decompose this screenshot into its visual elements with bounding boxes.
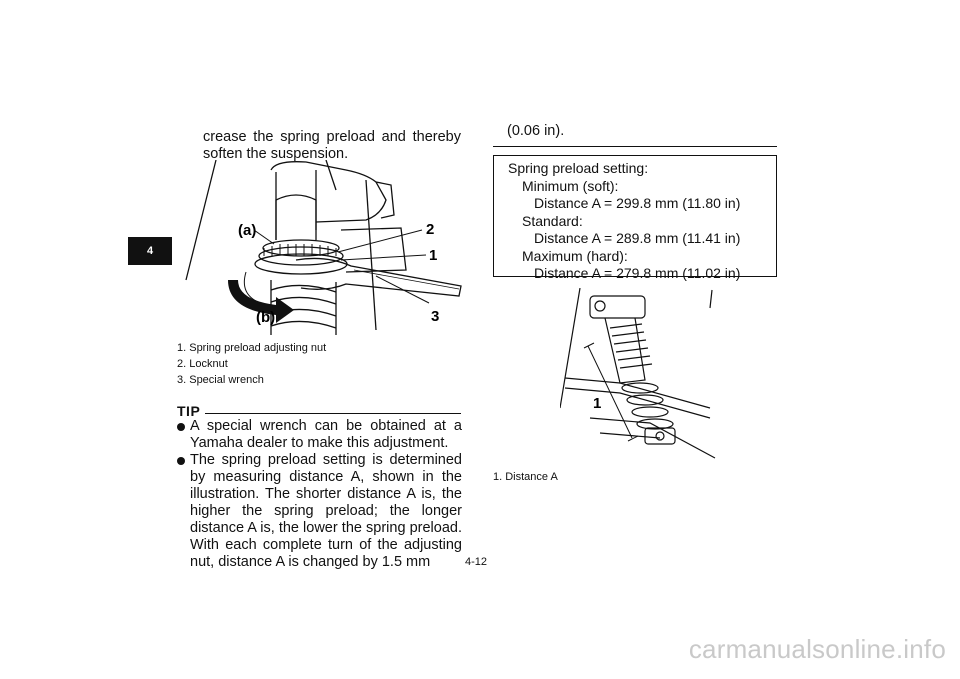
tip-item-text: The spring preload setting is determined… [190, 452, 462, 570]
caption-item: 3. Special wrench [177, 374, 264, 386]
spec-min-value: Distance A = 299.8 mm (11.80 in) [534, 195, 741, 211]
spring-preload-illustration: (a) (b) 2 1 3 [185, 160, 462, 335]
figure2-caption: 1. Distance A [493, 471, 558, 483]
chapter-tab: 4 [128, 237, 172, 265]
spec-box: Spring preload setting: Minimum (soft): … [493, 155, 777, 281]
callout-2: 2 [426, 221, 434, 238]
callout-3: 3 [431, 308, 439, 325]
tip-rule [205, 413, 461, 414]
tip-item: The spring preload setting is determined… [177, 452, 462, 571]
spec-std-label: Standard: [522, 212, 583, 229]
page-number: 4-12 [465, 556, 488, 568]
spec-max-value: Distance A = 279.8 mm (11.02 in) [534, 265, 741, 281]
figure1-captions: 1. Spring preload adjusting nut 2. Lockn… [177, 340, 326, 388]
distance-a-illustration: 1 [560, 288, 716, 459]
caption-item: 1. Spring preload adjusting nut [177, 342, 327, 354]
tip-item: A special wrench can be obtained at a Ya… [177, 418, 462, 452]
callout-1: 1 [429, 247, 437, 264]
section-rule [493, 146, 777, 147]
label-b: (b) [256, 309, 275, 326]
spec-heading: Spring preload setting: [508, 160, 649, 176]
continuation-text: (0.06 in). [507, 123, 565, 139]
bullet-icon [177, 423, 185, 431]
watermark: carmanualsonline.info [688, 634, 946, 664]
tip-title: TIP [177, 403, 201, 419]
caption-item: 2. Locknut [177, 358, 228, 370]
bullet-icon [177, 457, 185, 465]
intro-text: crease the spring preload and thereby so… [203, 129, 461, 162]
callout-1: 1 [593, 395, 601, 412]
spec-min-label: Minimum (soft): [522, 177, 619, 194]
spec-std-value: Distance A = 289.8 mm (11.41 in) [534, 230, 741, 246]
label-a: (a) [238, 222, 256, 239]
spec-max-label: Maximum (hard): [522, 247, 628, 264]
tip-item-text: A special wrench can be obtained at a Ya… [190, 418, 462, 451]
